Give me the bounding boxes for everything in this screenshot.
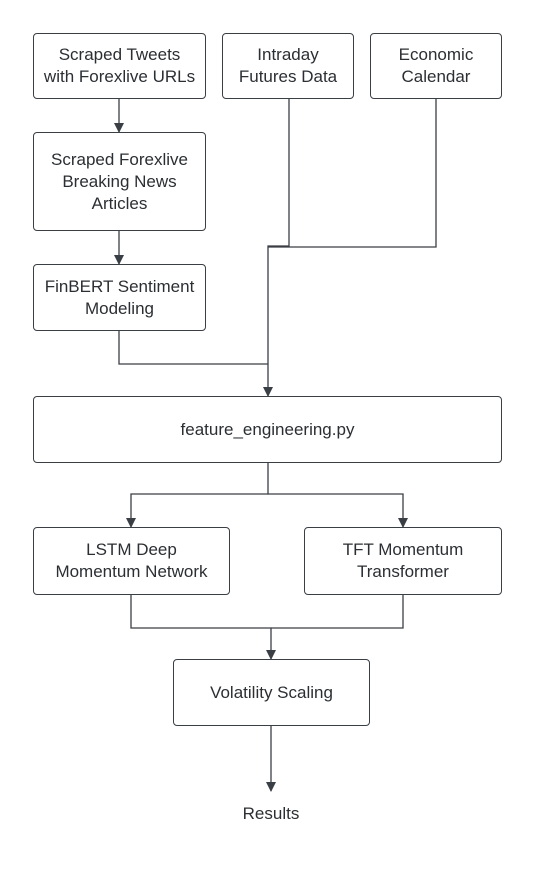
node-volatility-scaling-label: Volatility Scaling bbox=[210, 682, 333, 702]
node-scraped-tweets-label: Scraped Tweets with Forexlive URLs bbox=[43, 45, 196, 86]
node-feature-engineering-label: feature_engineering.py bbox=[180, 419, 355, 439]
node-tft-transformer: TFT Momentum Transformer bbox=[304, 527, 502, 595]
node-economic-calendar: Economic Calendar bbox=[370, 33, 502, 99]
node-tft-transformer-label: TFT Momentum Transformer bbox=[342, 540, 464, 581]
edge-lstm-merge bbox=[130, 595, 276, 660]
node-forexlive-articles-label: Scraped Forexlive Breaking News Articles bbox=[50, 149, 188, 213]
node-finbert-sentiment-label: FinBERT Sentiment Modeling bbox=[44, 276, 195, 318]
edge-tft-merge bbox=[271, 595, 404, 629]
edge-finbert-to-feature bbox=[118, 331, 268, 365]
node-scraped-tweets: Scraped Tweets with Forexlive URLs bbox=[33, 33, 206, 99]
node-results: Results bbox=[242, 804, 300, 823]
node-volatility-scaling: Volatility Scaling bbox=[173, 659, 370, 726]
node-intraday-futures: Intraday Futures Data bbox=[222, 33, 354, 99]
node-lstm-network: LSTM Deep Momentum Network bbox=[33, 527, 230, 595]
edge-intraday-to-feature bbox=[263, 99, 290, 397]
node-lstm-network-label: LSTM Deep Momentum Network bbox=[55, 540, 208, 581]
edge-economic-to-feature bbox=[268, 99, 437, 248]
node-feature-engineering: feature_engineering.py bbox=[33, 396, 502, 463]
node-intraday-futures-label: Intraday Futures Data bbox=[238, 45, 338, 86]
node-forexlive-articles: Scraped Forexlive Breaking News Articles bbox=[33, 132, 206, 231]
edge-feature-to-tft bbox=[268, 493, 408, 528]
node-economic-calendar-label: Economic Calendar bbox=[398, 45, 474, 86]
node-finbert-sentiment: FinBERT Sentiment Modeling bbox=[33, 264, 206, 331]
edge-feature-split bbox=[126, 463, 269, 528]
